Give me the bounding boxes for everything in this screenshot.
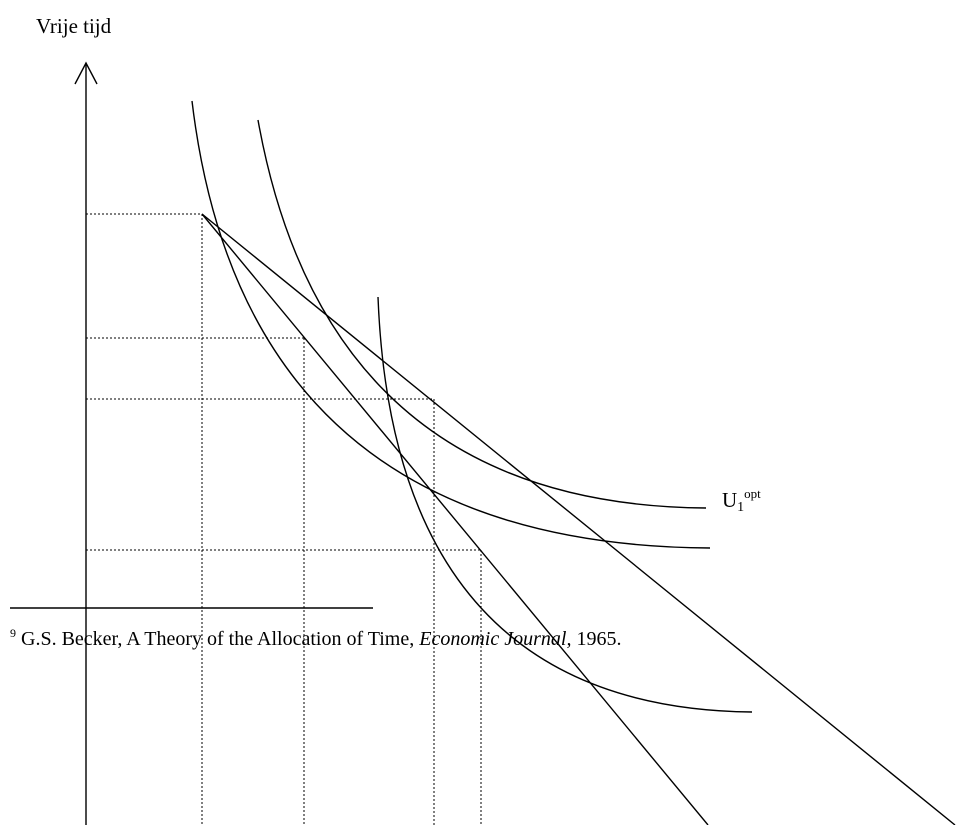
footnote-journal: Economic Journal,: [419, 628, 572, 650]
dotted-guides: [86, 213, 482, 825]
indifference-curve-opt: [257, 119, 707, 509]
footnote: 9 G.S. Becker, A Theory of the Allocatio…: [10, 626, 621, 651]
y-axis-arrowhead: [74, 61, 98, 85]
curve-label-subscript: 1: [737, 500, 745, 515]
budget-line-shallow: [201, 213, 956, 825]
indifference-curve-label: U1opt: [722, 486, 761, 516]
curve-label-base: U: [722, 488, 738, 512]
indifference-curve-far: [377, 296, 753, 713]
curve-label-superscript: opt: [744, 486, 761, 501]
footnote-number: 9: [10, 626, 16, 640]
footnote-text-after: 1965.: [571, 628, 622, 650]
budget-line-steep: [201, 213, 709, 825]
y-axis-label: Vrije tijd: [36, 14, 112, 38]
indifference-curves: [191, 100, 753, 713]
indifference-curve-low: [191, 100, 711, 549]
footnote-text-before: G.S. Becker, A Theory of the Allocation …: [16, 628, 420, 650]
y-axis: [74, 61, 98, 825]
constraint-lines: [201, 213, 956, 825]
